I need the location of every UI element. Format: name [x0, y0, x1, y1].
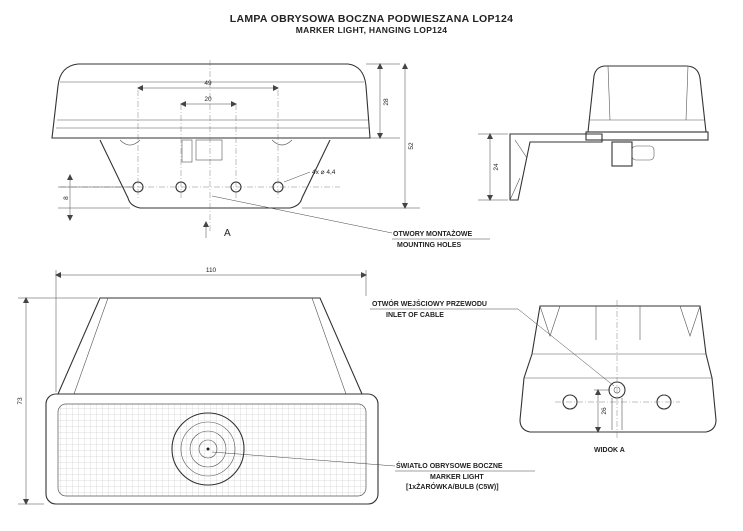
lens — [57, 403, 367, 497]
dim-73: 73 — [17, 397, 24, 405]
dim-28: 28 — [383, 98, 390, 106]
label-mounting-holes-pl: OTWORY MONTAŻOWE — [393, 230, 473, 238]
side-view: 24 — [478, 65, 709, 201]
label-marker-light-en: MARKER LIGHT — [430, 474, 484, 481]
view-a: 26 OTWÓR WEJŚCIOWY PRZEWODU INLET OF CAB… — [370, 299, 717, 454]
dim-20: 20 — [204, 96, 212, 103]
label-cable-inlet-en: INLET OF CABLE — [386, 312, 444, 319]
dim-110: 110 — [206, 267, 217, 274]
view-arrow-label: A — [224, 228, 231, 239]
label-marker-light-bulb: [1xŻARÓWKA/BULB (C5W)] — [406, 482, 499, 491]
drawing-title-en: MARKER LIGHT, HANGING LOP124 — [295, 25, 448, 35]
drawing-title-pl: LAMPA OBRYSOWA BOCZNA PODWIESZANA LOP124 — [229, 13, 514, 25]
bottom-view: 110 73 ŚWIATŁO OBRYSOWE BOCZNE MARKER LI… — [17, 267, 535, 505]
label-mounting-holes-en: MOUNTING HOLES — [397, 242, 461, 249]
dim-52: 52 — [408, 142, 415, 150]
dim-8: 8 — [63, 196, 70, 200]
label-view-a: WIDOK A — [594, 447, 625, 454]
label-marker-light-pl: ŚWIATŁO OBRYSOWE BOCZNE — [396, 461, 503, 470]
front-view: 49 20 28 52 8 4x ⌀ 4,4 A OTWORY MONTAŻOW… — [51, 60, 490, 249]
dim-49: 49 — [204, 80, 212, 87]
dim-24: 24 — [493, 163, 500, 171]
label-cable-inlet-pl: OTWÓR WEJŚCIOWY PRZEWODU — [372, 299, 487, 308]
bulb-housing — [171, 412, 245, 486]
dim-holes: 4x ⌀ 4,4 — [312, 169, 336, 176]
dim-26: 26 — [601, 407, 608, 415]
